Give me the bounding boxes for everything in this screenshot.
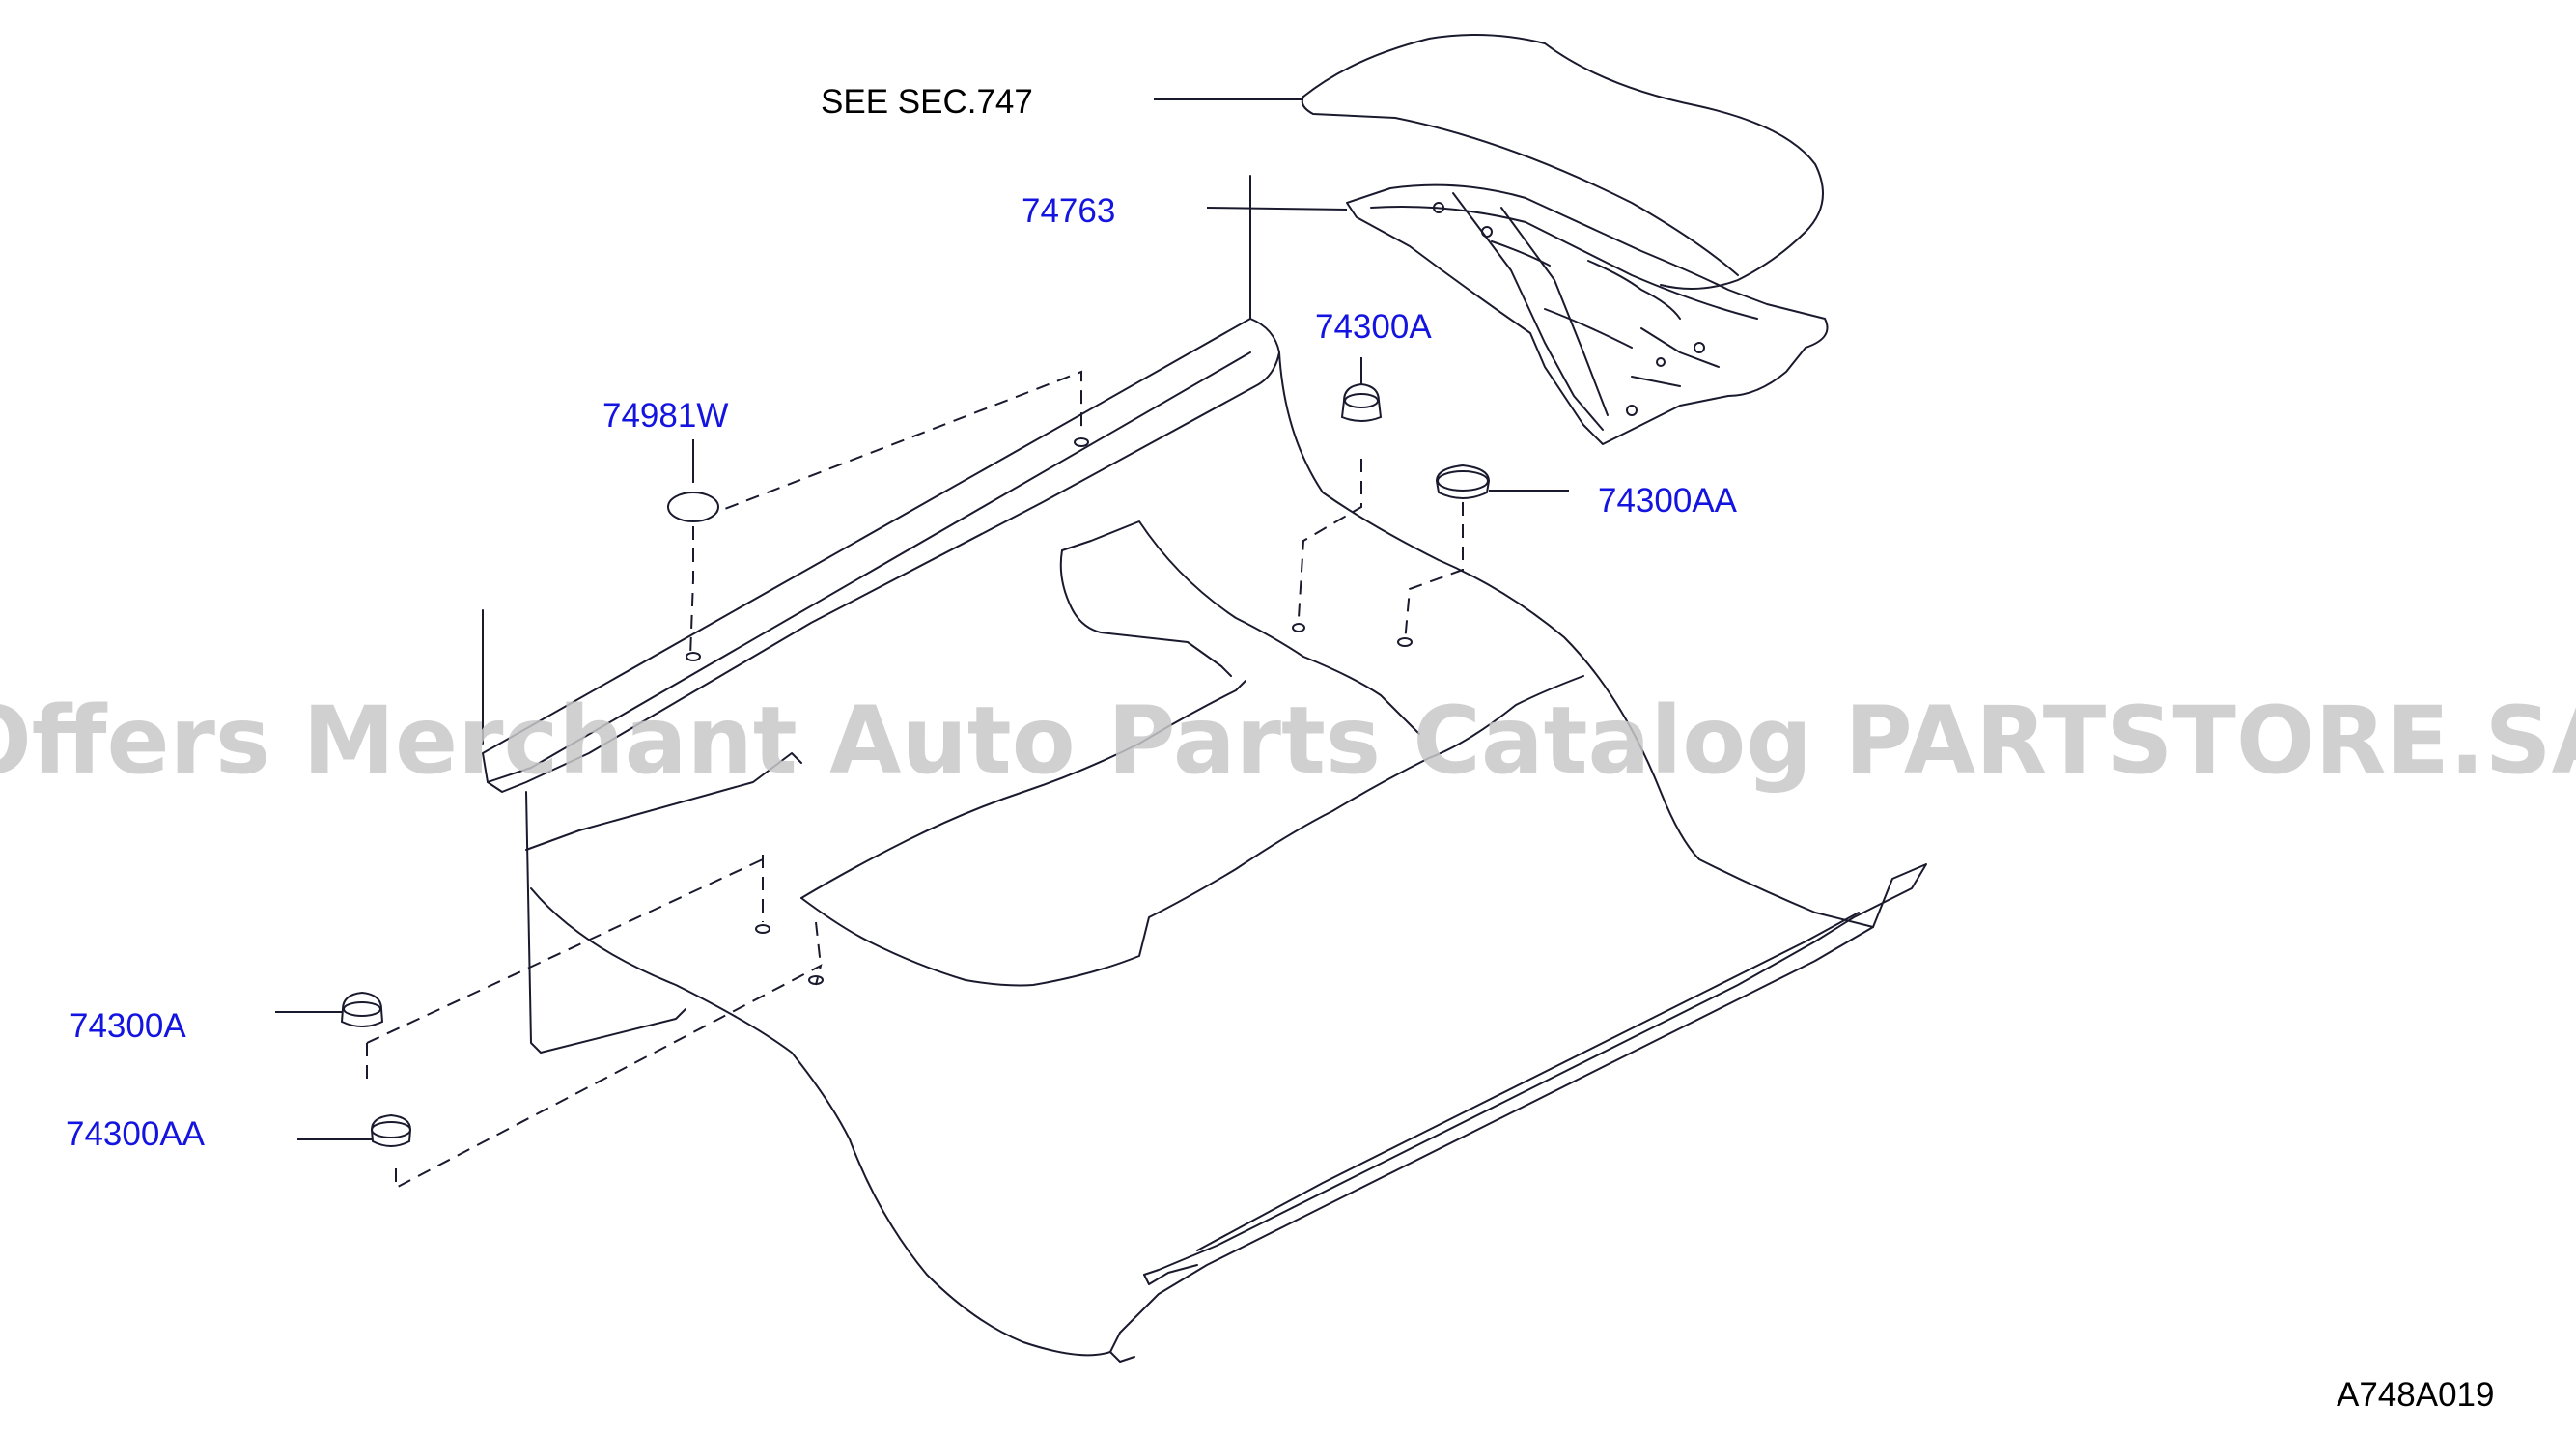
diagram-code: A748A019 [2337,1376,2494,1414]
part-label-74300AA-right[interactable]: 74300AA [1598,482,1738,520]
part-label-74300A-left[interactable]: 74300A [70,1007,186,1045]
clip-74300AA-left-icon [370,1113,412,1147]
watermark-text: Offers Merchant Auto Parts Catalog PARTS… [0,687,2576,795]
part-label-74300A-top[interactable]: 74300A [1315,308,1432,346]
bracket-74763 [1346,183,1829,445]
clip-74300A-top-icon [1340,382,1383,422]
grommet-74981W-icon [667,492,719,522]
see-section-reference[interactable]: SEE SEC.747 [821,83,1033,121]
clip-74300AA-right-icon [1435,464,1491,499]
mounting-holes [686,437,1413,985]
part-label-74763[interactable]: 74763 [1022,192,1115,230]
label-leader-lines [275,98,1569,1140]
floor-trim-body [482,175,1927,1363]
clip-74300A-left-icon [340,991,384,1027]
part-label-74981W[interactable]: 74981W [602,397,728,435]
dashed-installation-lines [366,370,1464,1190]
part-label-74300AA-left[interactable]: 74300AA [66,1115,206,1153]
rear-trim-panel-outline [1301,34,1824,290]
